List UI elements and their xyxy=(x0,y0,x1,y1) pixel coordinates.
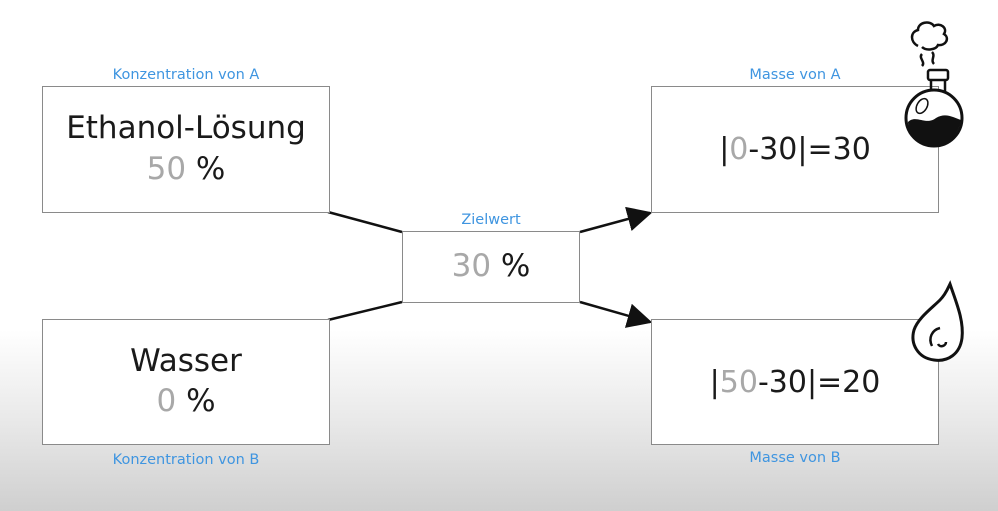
box-b-title: Wasser xyxy=(130,342,242,379)
formula-a-result: =30 xyxy=(807,132,871,167)
target-unit: % xyxy=(500,248,531,285)
box-target-value: 30 % xyxy=(402,231,580,303)
formula-mass-a: |0-30|=30 xyxy=(719,132,871,167)
formula-mass-b: |50-30|=20 xyxy=(710,365,881,400)
caption-target-value: Zielwert xyxy=(461,212,521,228)
line-a-to-target xyxy=(327,210,403,234)
box-b-unit: % xyxy=(186,383,216,420)
arrow-target-to-mass-b xyxy=(579,300,653,328)
formula-a-bar-left: | xyxy=(719,132,730,167)
flask-icon xyxy=(904,21,964,148)
formula-b-grey-term: 50 xyxy=(719,364,758,400)
target-percent: 30 % xyxy=(452,248,531,285)
caption-concentration-b: Konzentration von B xyxy=(112,452,260,468)
box-a-value: 50 xyxy=(146,150,187,187)
formula-b-bar-right: | xyxy=(806,364,818,400)
box-a-title: Ethanol-Lösung xyxy=(66,110,306,147)
drop-icon xyxy=(911,280,964,362)
box-a-percent: 50 % xyxy=(147,151,226,188)
target-value: 30 xyxy=(451,248,492,285)
box-mass-b: |50-30|=20 xyxy=(651,319,939,445)
box-ethanol-solution: Ethanol-Lösung 50 % xyxy=(42,86,330,213)
caption-concentration-a: Konzentration von A xyxy=(112,67,260,83)
formula-b-result: =20 xyxy=(817,364,881,400)
caption-mass-a: Masse von A xyxy=(749,67,841,83)
box-a-unit: % xyxy=(195,150,226,187)
formula-b-minus-term: -30 xyxy=(757,364,807,400)
formula-a-minus-term: -30 xyxy=(748,132,798,167)
box-water: Wasser 0 % xyxy=(42,319,330,445)
box-b-percent: 0 % xyxy=(156,383,215,420)
arrow-target-to-mass-a xyxy=(579,206,653,234)
line-b-to-target xyxy=(327,300,403,322)
formula-a-bar-right: | xyxy=(797,132,808,167)
formula-a-grey-term: 0 xyxy=(729,132,749,167)
caption-mass-b: Masse von B xyxy=(749,450,841,466)
box-b-value: 0 xyxy=(156,383,177,420)
formula-b-bar-left: | xyxy=(709,364,720,400)
box-mass-a: |0-30|=30 xyxy=(651,86,939,213)
